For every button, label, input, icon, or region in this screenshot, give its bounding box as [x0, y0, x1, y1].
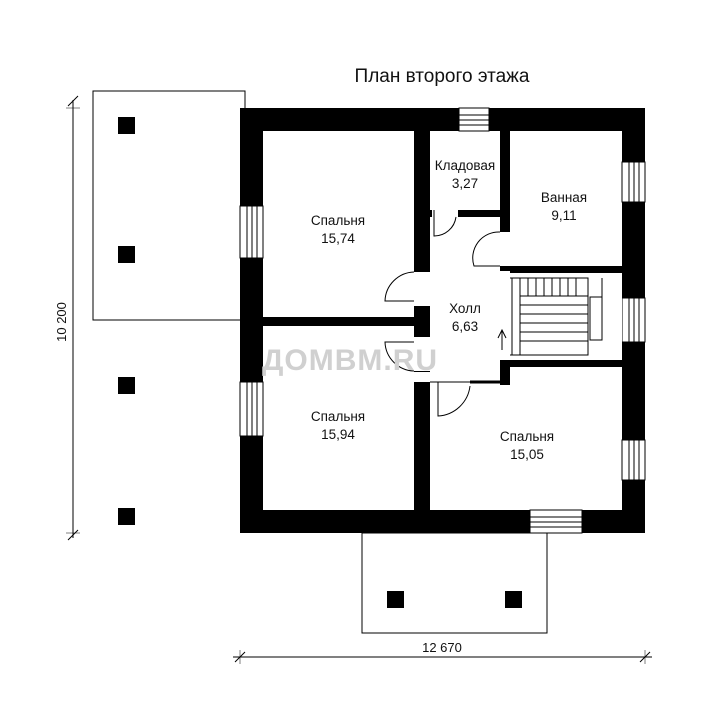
door-opening [430, 372, 470, 382]
dimension-width: 12 670 [233, 640, 652, 664]
column [118, 508, 135, 525]
room-name-bedroom-1: Спальня [311, 213, 365, 228]
window-top [458, 107, 490, 132]
window-bottom [529, 509, 583, 534]
door-swing [384, 271, 415, 302]
plan-title: План второго этажа [355, 66, 530, 87]
room-name-bedroom-3: Спальня [500, 429, 554, 444]
room-area-bedroom-3: 15,05 [510, 447, 544, 462]
interior-wall-stair-bottom [500, 360, 622, 367]
dimension-width-label: 12 670 [422, 640, 462, 655]
doors [384, 210, 510, 417]
dimension-height: 10 200 [54, 95, 80, 541]
interior-column [414, 308, 430, 335]
columns [118, 117, 522, 608]
interior-wall-bath [500, 131, 510, 271]
room-area-storage: 3,27 [452, 176, 478, 191]
door-swing [437, 382, 471, 417]
windows [239, 107, 646, 534]
dimension-height-label: 10 200 [54, 302, 69, 342]
column [118, 117, 135, 134]
door-opening [500, 232, 510, 266]
room-name-hall: Холл [449, 301, 481, 316]
door-opening [414, 337, 430, 371]
column [118, 377, 135, 394]
window-left-lower [239, 381, 264, 437]
window-right-top [621, 161, 646, 203]
watermark: ДОМВМ.RU [262, 344, 438, 377]
walls [240, 108, 645, 533]
room-labels: Спальня 15,74 Кладовая 3,27 Ванная 9,11 … [311, 158, 587, 462]
porch-outline [361, 532, 548, 634]
room-area-bedroom-2: 15,94 [321, 427, 355, 442]
room-name-storage: Кладовая [435, 158, 495, 173]
interior-wall-stair-top [510, 266, 622, 273]
staircase [497, 273, 622, 360]
terrace-outline [92, 90, 246, 321]
door-swing [472, 231, 501, 267]
door-opening [414, 272, 430, 306]
door-opening [432, 210, 458, 217]
room-area-bedroom-1: 15,74 [321, 231, 355, 246]
interior-wall-hall [500, 360, 510, 385]
window-right-middle [621, 297, 646, 343]
room-name-bathroom: Ванная [541, 190, 587, 205]
window-left-upper [239, 205, 264, 259]
interior-wall-horizontal [263, 317, 414, 326]
interior-wall-storage [430, 210, 500, 217]
room-area-bathroom: 9,11 [551, 208, 576, 223]
room-name-bedroom-2: Спальня [311, 409, 365, 424]
room-area-hall: 6,63 [452, 319, 478, 334]
door-swing [433, 210, 457, 237]
column [387, 591, 404, 608]
door-opening [414, 372, 430, 382]
door-swing [384, 341, 415, 372]
window-right-bottom [621, 439, 646, 481]
column [505, 591, 522, 608]
column [118, 246, 135, 263]
